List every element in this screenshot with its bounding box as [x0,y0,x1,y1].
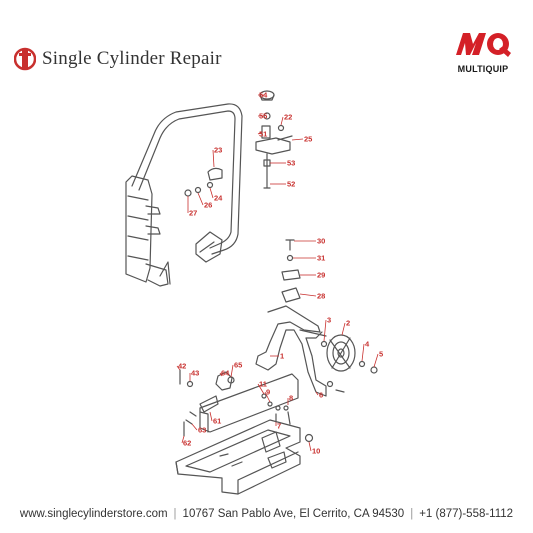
callout-part-31: 31 [317,254,325,263]
mq-logo-subtitle: MULTIQUIP [457,64,509,74]
callout-leader-2 [341,322,346,336]
footer-separator: | [173,508,177,520]
base-plate [175,373,301,495]
callout-leader-62 [181,435,185,444]
callout-part-61: 61 [213,417,221,426]
callout-leader-26 [197,192,204,206]
callout-part-43: 43 [191,369,199,378]
callout-part-6: 6 [319,391,323,400]
footer-address: 10767 San Pablo Ave, El Cerrito, CA 9453… [182,508,405,520]
bracket-parts [179,369,314,443]
callout-leader-28 [299,293,317,297]
mount-assembly [255,239,378,397]
callout-part-25: 25 [304,135,312,144]
callout-part-1: 1 [280,352,284,361]
callout-part-29: 29 [317,271,325,280]
callout-leader-6 [315,391,319,396]
footer-phone[interactable]: +1 (877)-558-1112 [419,508,514,520]
callout-part-11: 11 [259,380,267,389]
callout-part-53: 53 [287,159,295,168]
brand-title: Single Cylinder Repair [42,48,222,69]
callout-leader-64 [219,372,223,377]
callout-leader-23 [212,149,215,168]
callout-part-27: 27 [189,209,197,218]
footer-contact: www.singlecylinderstore.com | 10767 San Pa… [0,508,533,520]
callout-part-4: 4 [365,340,370,349]
mq-logo-icon: MQ [456,33,511,57]
callout-part-65: 65 [234,361,242,370]
callout-leader-63 [191,423,198,431]
callout-leader-5 [373,353,379,368]
part-drawings [125,90,378,495]
callout-leader-3 [323,319,327,342]
callout-leader-65 [230,364,234,378]
callout-leader-11 [257,383,265,395]
callout-part-63: 63 [198,426,206,435]
callout-part-8: 8 [289,394,293,403]
callout-part-22: 22 [284,113,292,122]
callout-part-54: 54 [259,91,268,100]
callout-part-28: 28 [317,292,325,301]
callout-part-23: 23 [214,146,222,155]
callout-part-2: 2 [346,319,350,328]
callout-leader-51 [257,131,263,135]
callout-part-9: 9 [266,388,270,397]
brand-header: Single Cylinder Repair [14,44,222,74]
callout-leader-61 [209,411,213,422]
callout-leader-22 [280,116,284,126]
callout-leader-24 [209,187,214,199]
callout-leader-25 [291,138,304,141]
callout-part-42: 42 [178,362,186,371]
callout-leader-9 [264,391,271,403]
callout-part-52: 52 [287,180,295,189]
piston-logo-icon [14,47,36,71]
callout-part-3: 3 [327,316,331,325]
callout-part-51: 51 [259,130,267,139]
handle-frame [125,103,243,287]
callout-part-62: 62 [183,439,191,448]
callout-part-64: 64 [221,369,230,378]
callout-leader-4 [361,343,365,362]
footer-separator: | [410,508,414,520]
callout-part-5: 5 [379,350,383,359]
callout-part-55: 55 [259,112,267,121]
callout-leader-42 [176,365,181,371]
footer-website[interactable]: www.singlecylinderstore.com [19,508,168,520]
callout-leader-10 [308,441,312,452]
callout-part-30: 30 [317,237,325,246]
callout-part-7: 7 [277,422,281,431]
callout-part-10: 10 [312,447,320,456]
multiquip-logo: MQ MULTIQUIP [447,30,519,74]
callout-part-24: 24 [214,194,223,203]
callout-part-26: 26 [204,201,212,210]
